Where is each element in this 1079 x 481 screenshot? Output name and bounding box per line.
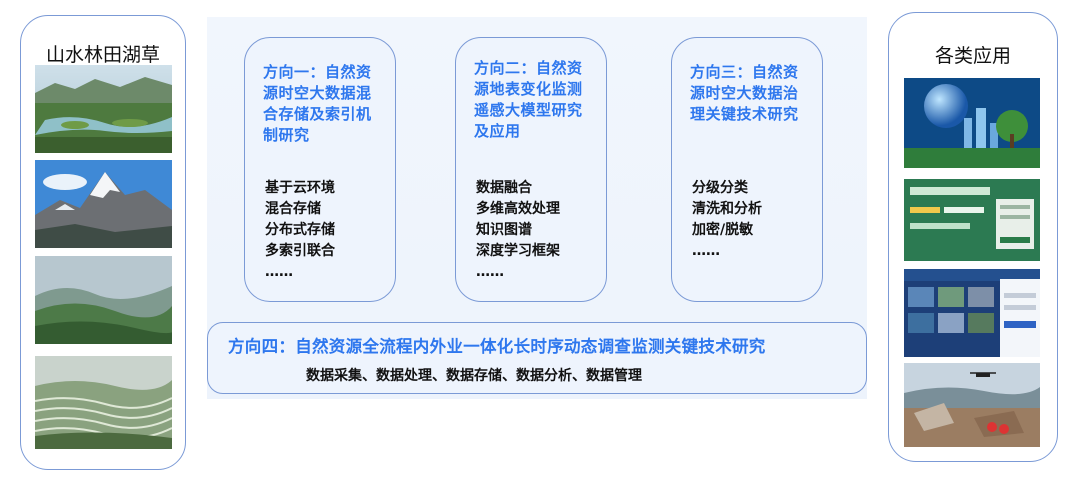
snow-mountain-image: [35, 160, 172, 248]
direction-one-card: 方向一：自然资源时空大数据混合存储及索引机制研究 基于云环境 混合存储 分布式存…: [244, 37, 396, 302]
right-panel-title: 各类应用: [934, 45, 1011, 67]
data-dashboard-screen-image: [904, 179, 1040, 261]
list-item: 多索引联合: [265, 243, 335, 259]
list-item: ……: [476, 264, 504, 280]
right-panel: 各类应用: [888, 12, 1058, 462]
direction-four-items: 数据采集、数据处理、数据存储、数据分析、数据管理: [306, 368, 642, 384]
direction-one-items: 基于云环境 混合存储 分布式存储 多索引联合 ……: [265, 178, 335, 283]
list-item: ……: [692, 243, 720, 259]
direction-four-title: 方向四：自然资源全流程内外业一体化长时序动态调查监测关键技术研究: [228, 337, 766, 356]
digital-earth-city-image: [904, 78, 1040, 168]
direction-three-card: 方向三：自然资源时空大数据治理关键技术研究 分级分类 清洗和分析 加密/脱敏 ……: [671, 37, 823, 302]
direction-three-items: 分级分类 清洗和分析 加密/脱敏 ……: [692, 178, 762, 262]
direction-two-items: 数据融合 多维高效处理 知识图谱 深度学习框架 ……: [476, 178, 560, 283]
list-item: 清洗和分析: [692, 201, 762, 217]
list-item: 知识图谱: [476, 222, 532, 238]
forest-hills-image: [35, 256, 172, 344]
direction-two-title: 方向二：自然资源地表变化监测遥感大模型研究及应用: [474, 59, 583, 140]
list-item: 分布式存储: [265, 222, 335, 238]
direction-two-card: 方向二：自然资源地表变化监测遥感大模型研究及应用 数据融合 多维高效处理 知识图…: [455, 37, 607, 302]
drone-disaster-survey-image: [904, 363, 1040, 447]
list-item: 多维高效处理: [476, 201, 560, 217]
list-item: 分级分类: [692, 180, 748, 196]
direction-four-box: 方向四：自然资源全流程内外业一体化长时序动态调查监测关键技术研究 数据采集、数据…: [207, 322, 867, 394]
list-item: 基于云环境: [265, 180, 335, 196]
list-item: 数据融合: [476, 180, 532, 196]
list-item: 混合存储: [265, 201, 321, 217]
lake-landscape-image: [35, 65, 172, 153]
direction-three-title: 方向三：自然资源时空大数据治理关键技术研究: [690, 63, 799, 123]
left-panel: 山水林田湖草: [20, 15, 186, 470]
list-item: ……: [265, 264, 293, 280]
list-item: 加密/脱敏: [692, 222, 754, 238]
management-system-screen-image: [904, 269, 1040, 357]
direction-one-title: 方向一：自然资源时空大数据混合存储及索引机制研究: [263, 63, 372, 144]
left-panel-title: 山水林田湖草: [45, 44, 160, 66]
terraced-fields-image: [35, 356, 172, 449]
list-item: 深度学习框架: [476, 243, 560, 259]
